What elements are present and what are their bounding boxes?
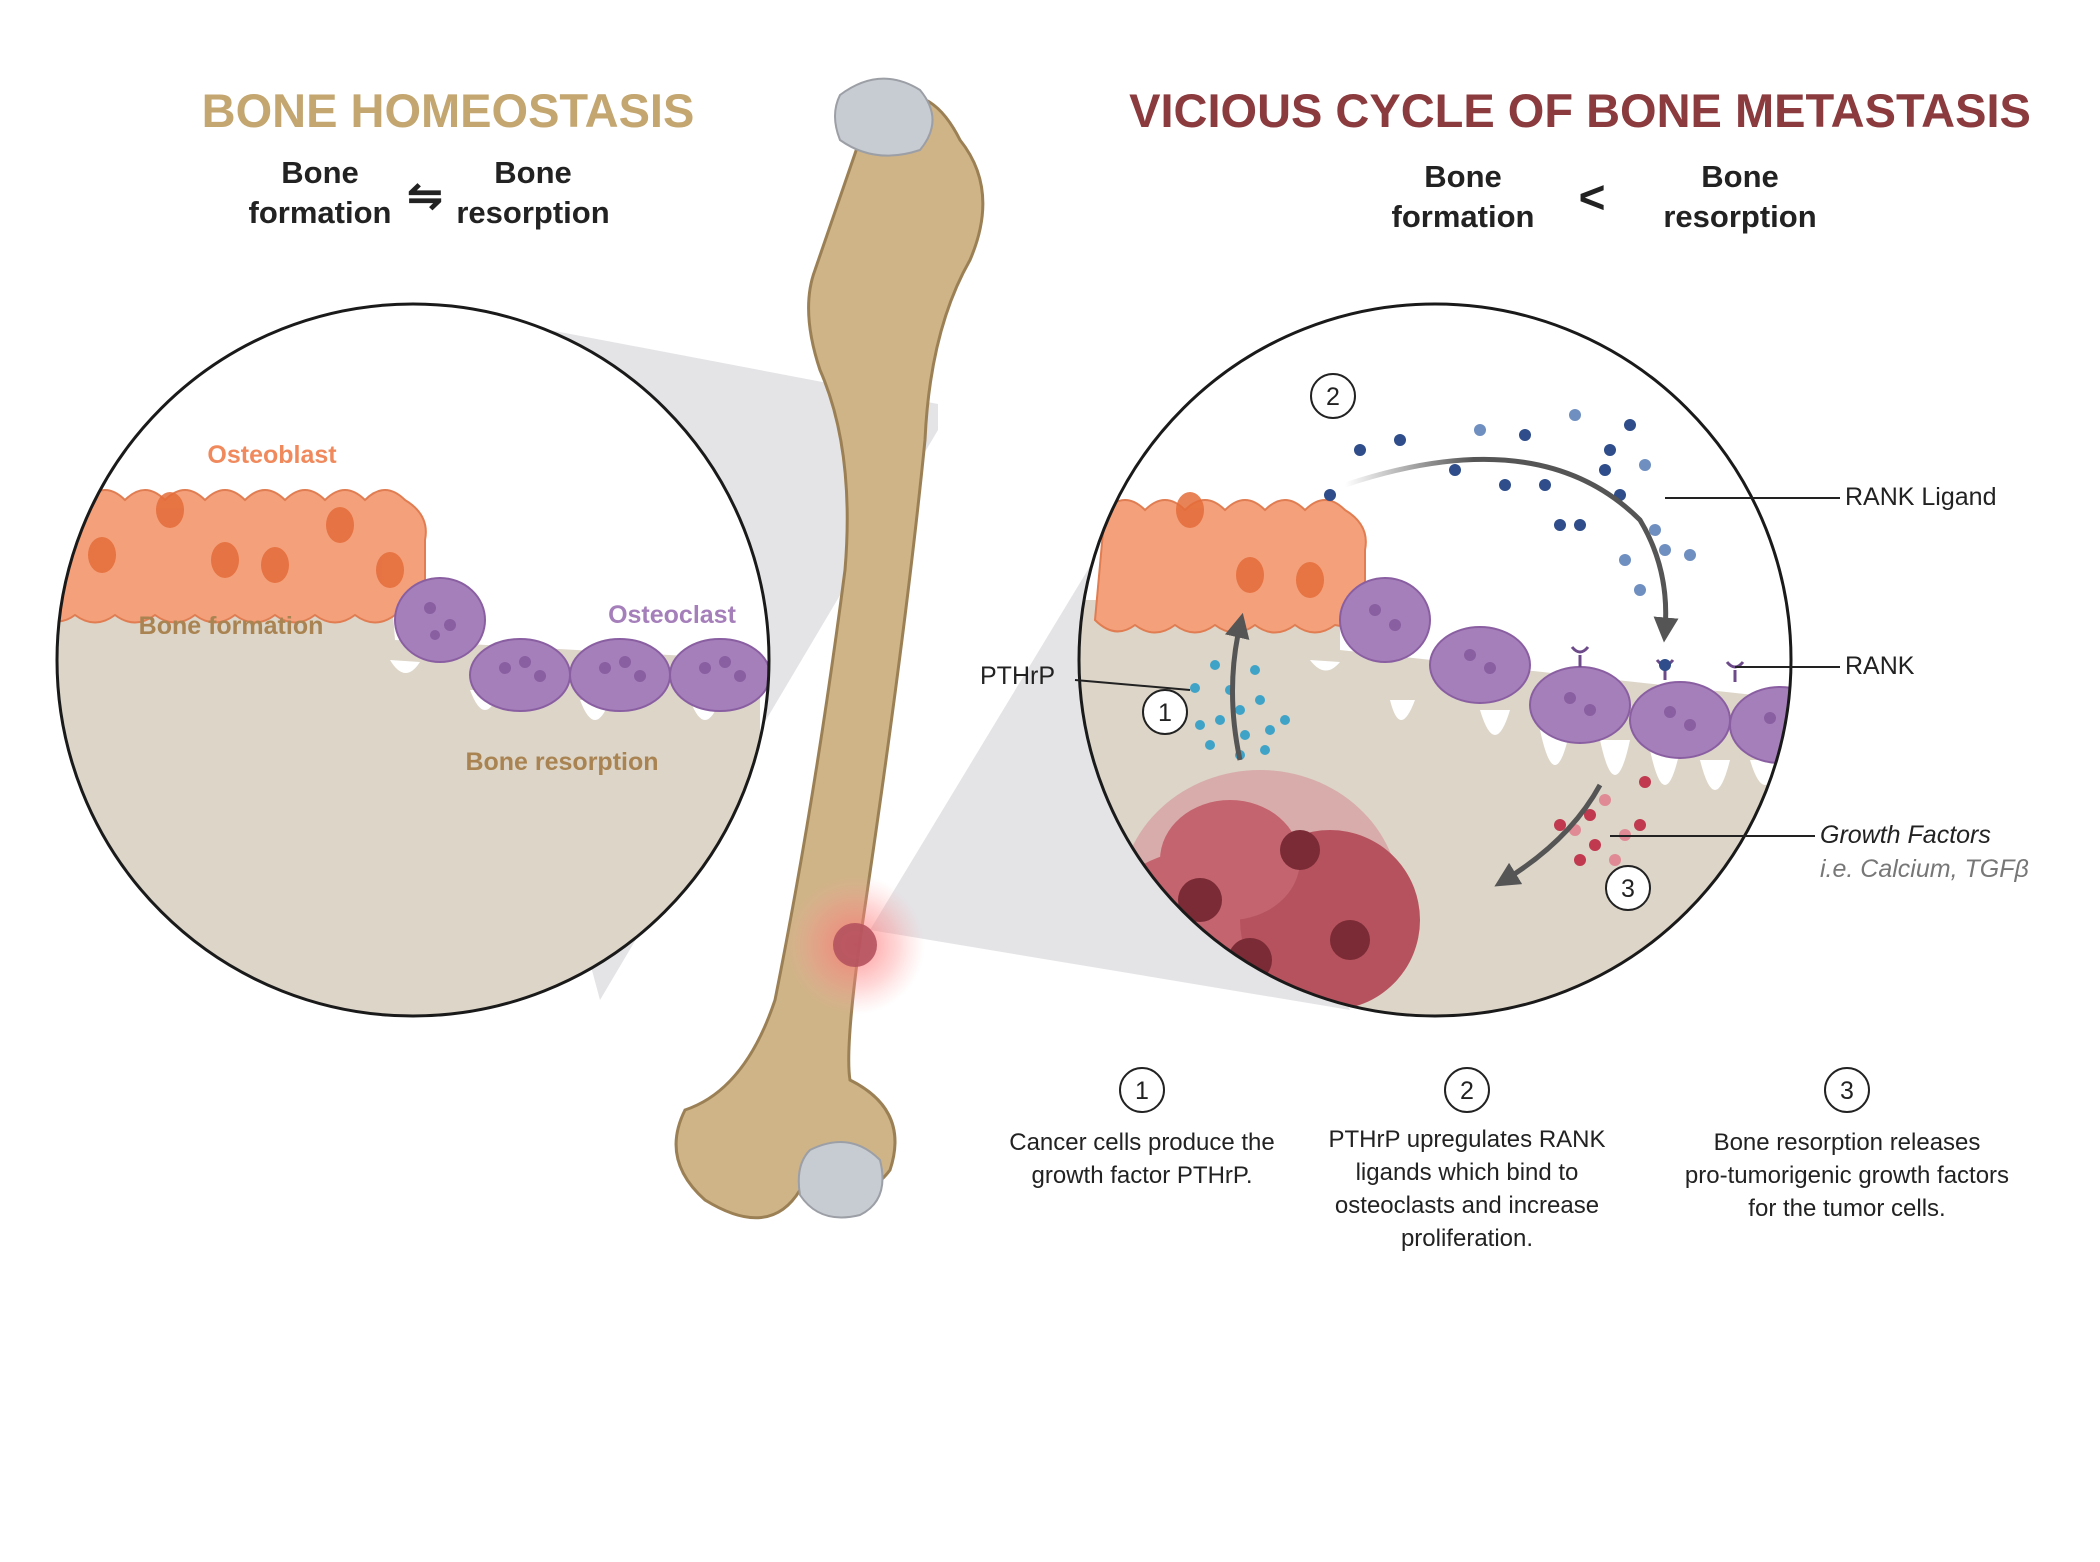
svg-text:Cancer cells produce the: Cancer cells produce the — [1009, 1129, 1274, 1156]
arrow-growth-factors-to-tumor — [1494, 783, 1603, 887]
homeostasis-zoom-circle — [55, 302, 771, 1018]
svg-text:2: 2 — [1460, 1077, 1474, 1105]
svg-text:3: 3 — [1840, 1077, 1854, 1105]
left-title: BONE HOMEOSTASIS — [202, 84, 695, 137]
left-equilibrium-icon: ⇋ — [407, 172, 442, 219]
rank-ligand-particles — [1324, 409, 1696, 671]
rank-label: RANK — [1845, 652, 1915, 680]
pthrp-label: PTHrP — [980, 662, 1055, 690]
left-formation-line2: formation — [249, 195, 392, 230]
marker-1: 1 — [1142, 689, 1188, 735]
svg-text:pro-tumorigenic growth factors: pro-tumorigenic growth factors — [1685, 1162, 2009, 1189]
right-formation-line2: formation — [1392, 199, 1535, 234]
osteoclast-layer-metastasis — [1339, 577, 1791, 764]
osteoclast-label: Osteoclast — [608, 601, 737, 629]
marker-3: 3 — [1605, 865, 1651, 911]
femur-tumor-site — [833, 923, 877, 967]
svg-text:3: 3 — [1621, 875, 1635, 903]
osteoclast-layer — [394, 577, 769, 712]
bone-resorption-label: Bone resorption — [465, 748, 658, 776]
svg-text:2: 2 — [1326, 383, 1340, 411]
step-3: 3 Bone resorption releases pro-tumorigen… — [1685, 1067, 2009, 1222]
left-resorption-line1: Bone — [494, 155, 572, 190]
arrow-rankl-to-osteoclast — [1344, 457, 1679, 643]
svg-text:ligands which bind to: ligands which bind to — [1356, 1159, 1579, 1186]
svg-text:PTHrP upregulates RANK: PTHrP upregulates RANK — [1328, 1126, 1605, 1153]
svg-text:for the tumor cells.: for the tumor cells. — [1748, 1195, 1945, 1222]
step-1: 1 Cancer cells produce the growth factor… — [1009, 1067, 1275, 1189]
right-resorption-line1: Bone — [1701, 159, 1779, 194]
rank-ligand-label: RANK Ligand — [1845, 483, 1996, 511]
step-2: 2 PTHrP upregulates RANK ligands which b… — [1328, 1067, 1606, 1252]
growth-factor-particles — [1554, 776, 1651, 866]
osteoblast-layer — [57, 489, 427, 624]
marker-2: 2 — [1310, 373, 1356, 419]
osteoclast-nuclei — [424, 602, 746, 682]
callout-lines — [1074, 497, 1840, 837]
right-resorption-line2: resorption — [1663, 199, 1816, 234]
femur-bone — [674, 77, 985, 1220]
right-less-than-icon: < — [1579, 171, 1606, 223]
arrow-pthrp-up — [1225, 612, 1250, 761]
osteoclast-nuclei-metastasis — [1369, 604, 1791, 736]
growth-factors-examples: i.e. Calcium, TGFβ — [1820, 855, 2029, 883]
left-formation-line1: Bone — [281, 155, 359, 190]
left-resorption-line2: resorption — [456, 195, 609, 230]
right-title: VICIOUS CYCLE OF BONE METASTASIS — [1129, 84, 2031, 137]
svg-text:osteoclasts and increase: osteoclasts and increase — [1335, 1192, 1599, 1219]
svg-text:proliferation.: proliferation. — [1401, 1225, 1533, 1252]
osteoblast-label: Osteoblast — [207, 441, 337, 469]
growth-factors-label: Growth Factors — [1820, 821, 1991, 849]
svg-text:Bone resorption releases: Bone resorption releases — [1714, 1129, 1981, 1156]
right-formation-line1: Bone — [1424, 159, 1502, 194]
bone-formation-label: Bone formation — [139, 612, 324, 640]
svg-text:1: 1 — [1158, 699, 1172, 727]
svg-text:growth factor PTHrP.: growth factor PTHrP. — [1032, 1162, 1253, 1189]
osteoblast-layer-metastasis — [1093, 492, 1367, 634]
svg-text:1: 1 — [1135, 1077, 1149, 1105]
